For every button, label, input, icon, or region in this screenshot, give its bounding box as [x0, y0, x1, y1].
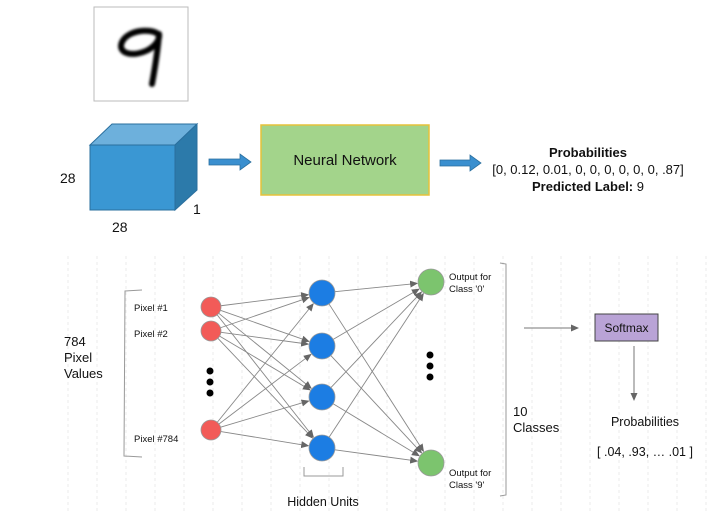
output-node: [417, 449, 445, 477]
predicted-label-key: Predicted Label:: [532, 179, 633, 194]
digit-nine-glyph: [118, 27, 163, 87]
input-group-label-line2: Pixel: [64, 350, 92, 365]
input-node-label: Pixel #1: [134, 303, 168, 314]
hidden-units-bracket: [303, 467, 344, 477]
network-edge: [220, 292, 310, 307]
network-edge: [220, 331, 310, 347]
input-group-label-line1: 784: [64, 334, 86, 349]
network-edge: [328, 303, 424, 453]
input-cube: [88, 122, 199, 212]
output-probabilities-title: Probabilities: [549, 145, 627, 160]
network-nodes: [200, 268, 445, 477]
cube-width-label: 28: [112, 219, 128, 235]
network-edge: [220, 296, 310, 329]
hidden-node: [308, 279, 336, 307]
network-edges: [216, 280, 424, 464]
output-probabilities-vector: [0, 0.12, 0.01, 0, 0, 0, 0, 0, 0, .87]: [492, 162, 684, 177]
input-node: [200, 296, 222, 318]
input-node-label: Pixel #784: [134, 434, 178, 445]
output-node-label-line2: Class '9': [449, 480, 484, 491]
hidden-node: [308, 383, 336, 411]
cube-front-face: [89, 144, 176, 211]
network-edge: [328, 292, 424, 438]
input-node: [200, 419, 222, 441]
output-node-label-line2: Class '0': [449, 284, 484, 295]
predicted-label-value: 9: [637, 179, 644, 194]
input-bracket: [123, 289, 143, 458]
softmax-probabilities-vector: [ .04, .93, … .01 ]: [597, 445, 693, 459]
arrow-right-icon: [208, 153, 252, 171]
network-edge: [330, 355, 423, 454]
softmax-probabilities-title: Probabilities: [611, 415, 679, 429]
softmax-label: Softmax: [604, 321, 648, 335]
input-node: [200, 320, 222, 342]
cube-depth-label: 1: [193, 201, 201, 217]
network-edge: [218, 312, 312, 389]
network-edge: [334, 280, 419, 293]
input-ellipsis-icon: [206, 367, 214, 397]
network-edge: [332, 288, 420, 340]
network-edge: [217, 337, 314, 439]
network-edge: [220, 309, 310, 343]
predicted-label: Predicted Label: 9: [532, 179, 644, 194]
classes-label-line2: Classes: [513, 420, 560, 435]
input-group-label-line3: Values: [64, 366, 103, 381]
network-edge: [216, 314, 314, 438]
classes-bracket: [499, 262, 507, 497]
network-edge: [218, 353, 312, 425]
output-node: [417, 268, 445, 296]
digit-image: [93, 6, 189, 102]
hidden-node: [308, 434, 336, 462]
network-edge: [334, 449, 419, 464]
neural-network-label: Neural Network: [293, 152, 397, 169]
network-edge: [220, 399, 310, 428]
output-ellipsis-icon: [426, 351, 434, 381]
classes-label-line1: 10: [513, 404, 527, 419]
network-edge: [332, 403, 420, 457]
input-node-label: Pixel #2: [134, 329, 168, 340]
network-edge: [220, 431, 310, 449]
arrow-right-icon: [439, 154, 482, 172]
cube-height-label: 28: [60, 170, 76, 186]
background-gridlines: [67, 256, 707, 514]
output-node-label-line1: Output for: [449, 272, 491, 283]
neural-network-box: Neural Network: [260, 124, 430, 196]
hidden-units-label: Hidden Units: [287, 495, 359, 509]
softmax-box: Softmax: [594, 313, 659, 342]
output-node-label-line1: Output for: [449, 468, 491, 479]
hidden-node: [308, 332, 336, 360]
network-edge: [216, 303, 314, 423]
network-edge: [330, 291, 423, 388]
